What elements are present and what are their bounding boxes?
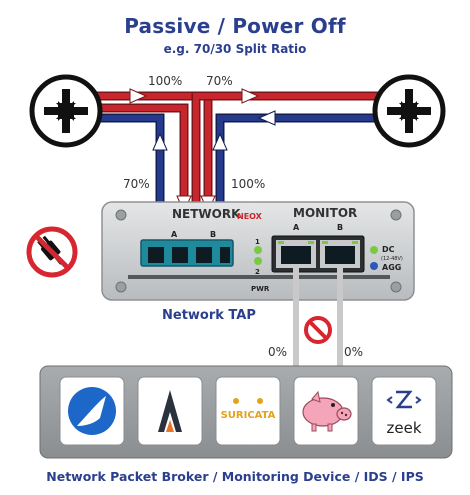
tap-caption: Network TAP xyxy=(162,308,256,323)
tap-dc-led xyxy=(370,246,378,254)
tap-dc-voltage: (12-48V) xyxy=(381,256,403,262)
tap-network-label: NETWORK xyxy=(172,207,241,221)
diagram-title: Passive / Power Off xyxy=(124,14,346,38)
zeek-logo-icon xyxy=(386,390,422,409)
tap-monitor-ports xyxy=(271,235,365,273)
link-label-mid-left: 70% xyxy=(123,177,150,191)
tap-led-2-label: 2 xyxy=(255,268,260,276)
link-label-top-left: 100% xyxy=(148,74,182,88)
tap-agg-led xyxy=(370,262,378,270)
blue-arrow-left xyxy=(257,110,276,126)
diagram-subtitle: e.g. 70/30 Split Ratio xyxy=(163,42,307,56)
tap-network-ports xyxy=(140,239,234,267)
tap-monitor-b-label: B xyxy=(337,223,343,232)
router-right-icon xyxy=(372,74,446,148)
no-power-icon xyxy=(26,226,78,278)
zeek-wordmark: zeek xyxy=(386,419,421,437)
monitor-a-percent: 0% xyxy=(268,345,287,359)
tap-monitor-label: MONITOR xyxy=(293,206,357,220)
tool-card-suricata: SURICATA xyxy=(215,376,281,446)
tap-led-2 xyxy=(254,257,262,265)
arkime-logo-icon xyxy=(158,390,182,432)
wireshark-logo-icon xyxy=(68,387,116,435)
red-arrow-right-right xyxy=(241,88,260,104)
router-left-icon xyxy=(29,74,103,148)
tap-agg-label: AGG xyxy=(382,263,401,272)
blocked-icon xyxy=(304,316,332,344)
link-label-top-right: 70% xyxy=(206,74,233,88)
monitor-b-percent: 0% xyxy=(344,345,363,359)
tap-port-b-label: B xyxy=(210,230,216,239)
tap-pwr-label: PWR xyxy=(251,285,270,293)
snort-pig-icon xyxy=(302,390,352,432)
bottom-caption: Network Packet Broker / Monitoring Devic… xyxy=(46,469,424,484)
tool-card-arkime xyxy=(137,376,203,446)
tap-led-1-label: 1 xyxy=(255,238,260,246)
tap-monitor-a-label: A xyxy=(293,223,300,232)
suricata-logo-icon: SURICATA xyxy=(221,410,276,421)
tap-led-1 xyxy=(254,246,262,254)
tap-dc-label: DC xyxy=(382,245,395,254)
tool-card-wireshark xyxy=(59,376,125,446)
tool-card-snort xyxy=(293,376,359,446)
blue-arrow-up-1 xyxy=(152,132,168,151)
tap-brand-logo: NEOX xyxy=(237,212,263,221)
link-label-mid-right: 100% xyxy=(231,177,265,191)
tool-card-zeek: zeek xyxy=(371,376,437,446)
red-arrow-right-left xyxy=(129,88,148,104)
blue-arrow-up-2 xyxy=(212,132,228,151)
tap-port-a-label: A xyxy=(171,230,178,239)
